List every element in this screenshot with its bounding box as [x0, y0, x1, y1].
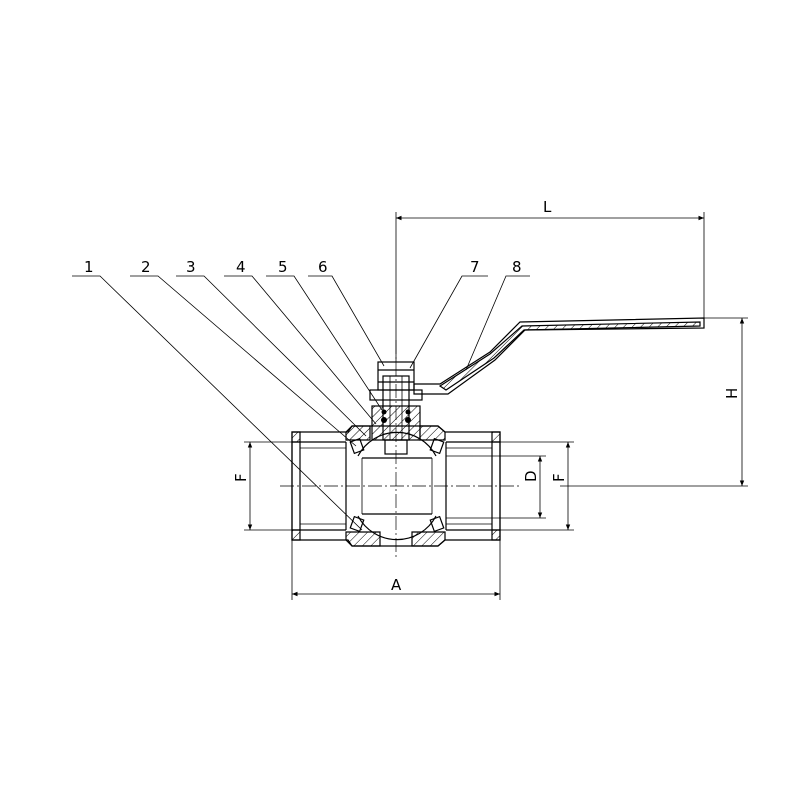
- part-number-3: 3: [186, 258, 196, 276]
- callout-5: 5: [266, 258, 383, 411]
- part-number-8: 8: [512, 258, 522, 276]
- callout-4: 4: [224, 258, 377, 425]
- dimension-A: A: [291, 540, 501, 600]
- dimension-D: D: [446, 455, 546, 519]
- ball: [349, 431, 445, 541]
- callout-7: 7: [409, 258, 488, 369]
- dimension-L-label: L: [543, 198, 552, 216]
- part-number-2: 2: [141, 258, 151, 276]
- lever-handle: [413, 317, 705, 395]
- dimension-H-label: H: [723, 388, 741, 399]
- part-number-6: 6: [318, 258, 328, 276]
- part-number-7: 7: [470, 258, 480, 276]
- dimension-F-right-label: F: [550, 473, 568, 482]
- dimension-D-label: D: [522, 470, 540, 482]
- callout-8: 8: [465, 258, 530, 371]
- valve-body: [291, 425, 501, 547]
- part-number-4: 4: [236, 258, 246, 276]
- part-number-5: 5: [278, 258, 288, 276]
- callout-6: 6: [308, 258, 385, 367]
- dimension-F-left-label: F: [232, 473, 250, 482]
- dimension-L: L: [395, 198, 705, 362]
- dimension-F-right: F: [500, 441, 574, 531]
- callout-1: 1: [72, 258, 363, 531]
- callout-2: 2: [130, 258, 357, 447]
- dimension-A-label: A: [391, 576, 402, 594]
- callout-3: 3: [176, 258, 367, 437]
- dimension-F-left: F: [232, 441, 300, 531]
- part-number-1: 1: [84, 258, 94, 276]
- dimension-H: H: [560, 317, 748, 487]
